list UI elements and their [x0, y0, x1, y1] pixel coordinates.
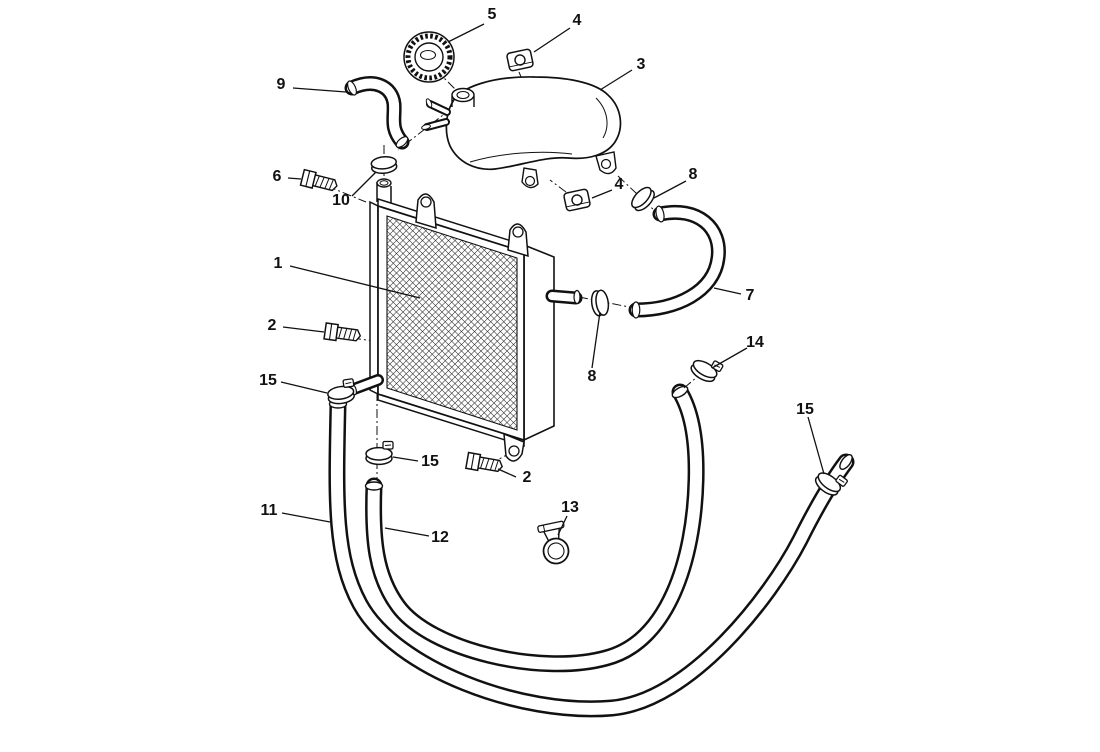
leader-line	[557, 515, 568, 536]
callout-bolt-2b: 2	[523, 469, 532, 486]
callout-hose-11: 11	[261, 502, 278, 519]
hose-12-opening-end	[671, 385, 689, 399]
leader-line	[351, 171, 377, 197]
leader-line	[653, 180, 687, 199]
clamp-15-mid	[365, 440, 394, 466]
leader-line	[591, 311, 601, 369]
tank-overflow-nipple-2	[421, 118, 450, 131]
callout-clamp-15b: 15	[421, 453, 439, 470]
leader-line	[392, 456, 419, 462]
clamp-8-upper	[627, 183, 659, 215]
bolt-6	[299, 168, 340, 195]
callout-hose-9: 9	[277, 76, 286, 93]
leader-line	[287, 177, 302, 180]
leader-line	[713, 287, 742, 295]
leader-line	[599, 69, 633, 91]
radiator-end-tank	[523, 243, 555, 442]
bolt-2-left	[323, 322, 363, 345]
radiator	[348, 178, 583, 462]
tank-overflow-nipple	[425, 98, 451, 116]
leader-line	[591, 189, 613, 199]
callout-clamp-8a: 8	[689, 166, 698, 183]
leader-line	[282, 326, 325, 333]
hose-7	[628, 204, 726, 319]
bolt-2-bottom	[465, 451, 505, 476]
callout-bolt-6: 6	[273, 168, 282, 185]
leader-line	[280, 381, 328, 394]
callout-mount-a: 4	[573, 12, 582, 29]
leader-line	[447, 23, 485, 43]
tank-mount-tab-right	[595, 151, 617, 175]
callout-clamp-15a: 15	[259, 372, 277, 389]
leader-line	[292, 87, 347, 93]
leader-line	[533, 27, 571, 53]
callout-mount-b: 4	[615, 176, 624, 193]
callout-clamp-13: 13	[561, 499, 579, 516]
hose-9	[344, 76, 410, 150]
radiator-cap	[403, 31, 455, 83]
clamp-15-left	[325, 377, 357, 406]
radiator-mount-ear-right	[507, 223, 529, 258]
callout-cap: 5	[488, 6, 497, 23]
leader-line	[497, 468, 517, 478]
clamp-13	[537, 520, 570, 565]
rubber-mount-lower	[562, 187, 592, 213]
leader-line	[281, 512, 331, 523]
callout-hose-7: 7	[746, 287, 755, 304]
leader-lines	[280, 23, 825, 537]
hose-12	[364, 383, 705, 673]
radiator-outlet-stub-right	[545, 289, 583, 305]
callout-hose-12: 12	[431, 529, 449, 546]
callout-clamp-8b: 8	[588, 368, 597, 385]
callout-radiator: 1	[274, 255, 283, 272]
hose-12-opening-top	[364, 481, 384, 491]
callout-bolt-2a: 2	[268, 317, 277, 334]
radiator-core	[386, 215, 518, 431]
radiator-mount-tab-bottom	[503, 432, 525, 462]
tank-filler-neck	[451, 87, 475, 107]
rubber-mount-upper	[505, 47, 535, 73]
tank-mount-tab-center	[521, 167, 539, 189]
callout-tank: 3	[637, 56, 646, 73]
leader-line	[711, 347, 748, 369]
leader-line	[807, 416, 825, 475]
clamp-10	[369, 154, 399, 176]
radiator-left-bar	[369, 200, 379, 396]
hose-11-opening-end	[839, 454, 853, 470]
callout-clamp-15c: 15	[796, 401, 814, 418]
radiator-mount-ear-left	[415, 193, 437, 230]
callout-clamp-10: 10	[332, 192, 350, 209]
callout-labels: 5 4 3 9 6 10 8 4 1 7 2 8 15 14 15 15 2 1…	[259, 6, 814, 546]
leader-line	[289, 265, 421, 299]
callout-clamp-14: 14	[746, 334, 764, 351]
expansion-tank	[421, 76, 622, 189]
leader-line	[384, 527, 430, 537]
